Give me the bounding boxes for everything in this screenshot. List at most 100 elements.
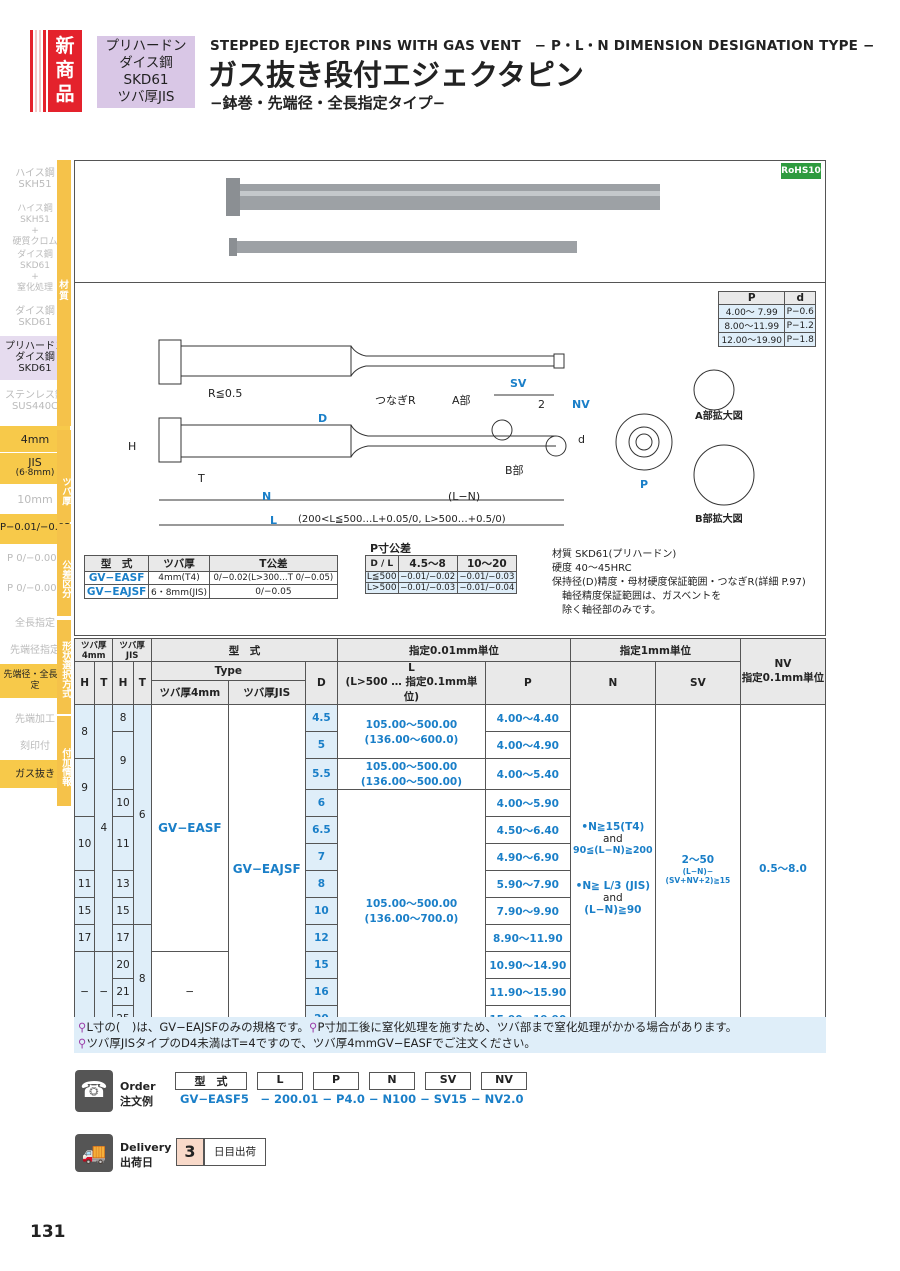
p-tol-title: P寸公差 bbox=[370, 542, 412, 555]
cell: − bbox=[73, 951, 96, 1033]
english-title: STEPPED EJECTOR PINS WITH GAS VENT − P・L… bbox=[210, 38, 875, 54]
order-example: GV−EASF5 − 200.01 − P4.0 − N100 − SV15 −… bbox=[180, 1092, 524, 1106]
th: T bbox=[132, 661, 152, 705]
th: ツバ厚4mm bbox=[150, 679, 229, 706]
th: 指定0.01mm単位 bbox=[337, 638, 571, 662]
cell: 10 bbox=[304, 897, 339, 925]
sidebar-item-marking[interactable]: 刻印付 bbox=[20, 741, 50, 752]
label-ln: (L−N) bbox=[448, 490, 481, 503]
material-line: プリハードン bbox=[105, 38, 187, 54]
cell: 11 bbox=[112, 816, 134, 871]
label-nv: NV bbox=[572, 398, 590, 411]
cell: 20 bbox=[112, 951, 134, 979]
th: Type bbox=[150, 661, 306, 681]
cell: −0.01/−0.02 bbox=[397, 571, 458, 583]
cell: 5.90〜7.90 bbox=[484, 870, 571, 898]
cell: 13 bbox=[112, 870, 134, 898]
th-p: P bbox=[717, 291, 786, 305]
cell: P−1.8 bbox=[784, 332, 816, 347]
pin-photo-head-2 bbox=[229, 238, 237, 256]
th-nv: NV bbox=[774, 658, 792, 670]
cell: 6・8mm(JIS) bbox=[148, 584, 210, 599]
sidebar-tab-shape: 形状選択方式 bbox=[57, 620, 71, 714]
th: ツバ厚 bbox=[148, 555, 210, 572]
cell: 15 bbox=[112, 897, 134, 925]
pin-photo-head bbox=[226, 178, 240, 216]
cell: 16 bbox=[304, 978, 339, 1006]
phone-icon: ☎ bbox=[75, 1070, 113, 1112]
l-range: (136.00〜700.0) bbox=[364, 913, 459, 925]
cell: P−0.6 bbox=[784, 304, 816, 319]
th: N bbox=[569, 661, 656, 705]
hardness-text: 硬度 40〜45HRC bbox=[552, 563, 632, 574]
cell: 4.90〜6.90 bbox=[484, 843, 571, 871]
sidebar-item-p-tol-2[interactable]: P 0/−0.005 bbox=[7, 553, 63, 564]
pin-shaft-top bbox=[180, 345, 352, 377]
order-box: N bbox=[369, 1072, 415, 1090]
cell: 17 bbox=[112, 924, 134, 952]
delivery-days: 3 bbox=[176, 1138, 204, 1166]
cell: 9 bbox=[73, 758, 96, 817]
pin-nv-top bbox=[553, 353, 565, 369]
nv-range: 0.5〜8.0 bbox=[739, 704, 827, 1033]
section-inner bbox=[628, 426, 660, 458]
sidebar-item-tip-process[interactable]: 先端加工 bbox=[15, 714, 55, 725]
cell: 8 bbox=[132, 924, 152, 1033]
label-l-note: (200<L≦500…L+0.05/0, L>500…+0.5/0) bbox=[298, 514, 506, 525]
cell: 7 bbox=[304, 843, 339, 871]
cell: 4 bbox=[94, 704, 114, 952]
note: P寸加工後に窒化処理を施すため、ツバ部まで窒化処理がかかる場合があります。 bbox=[317, 1020, 738, 1034]
pin-head-top bbox=[158, 339, 182, 385]
section-core bbox=[635, 433, 653, 451]
cell: −0.01/−0.04 bbox=[456, 582, 518, 594]
n-rule: •N≧ bbox=[575, 880, 600, 892]
n-rule: and bbox=[602, 833, 623, 845]
cell: 8 bbox=[304, 870, 339, 898]
sidebar-item-length[interactable]: 全長指定 bbox=[15, 618, 55, 629]
label-sv: SV bbox=[510, 377, 527, 390]
label-small-d: d bbox=[578, 433, 585, 446]
cell: P−1.2 bbox=[784, 318, 816, 333]
drawing-svg bbox=[158, 178, 755, 526]
label-p: P bbox=[640, 478, 649, 491]
material-badge: プリハードン ダイス鋼 SKD61 ツバ厚JIS bbox=[97, 36, 195, 108]
label-b-enlarge: B部拡大図 bbox=[695, 514, 743, 525]
th: ツバ厚JIS bbox=[112, 638, 152, 662]
sv-range: 2〜50 bbox=[681, 854, 715, 866]
label-t: T bbox=[198, 472, 205, 485]
note-text: 除く軸径部のみです。 bbox=[562, 605, 661, 616]
l-range: 105.00〜500.00 bbox=[365, 761, 458, 773]
pin-tip-top bbox=[350, 345, 554, 377]
th-l: L bbox=[387, 558, 394, 569]
n-rule: (JIS) bbox=[625, 880, 651, 892]
sidebar-item-10mm[interactable]: 10mm bbox=[17, 493, 53, 506]
sidebar-item-p-tol-3[interactable]: P 0/−0.002 bbox=[7, 583, 63, 594]
cell: 4.50〜6.40 bbox=[484, 816, 571, 844]
label-two: 2 bbox=[538, 398, 545, 411]
material-text: 材質 SKD61(プリハードン) bbox=[552, 549, 677, 560]
page-number: 131 bbox=[30, 1222, 66, 1242]
th: SV bbox=[654, 661, 741, 705]
new-badge-stripe bbox=[30, 30, 46, 112]
label-b: B部 bbox=[505, 464, 524, 477]
sidebar-tab-tsuba: ツバ厚 bbox=[57, 430, 71, 522]
order-box: P bbox=[313, 1072, 359, 1090]
th-l: L bbox=[408, 662, 415, 674]
label-d: D bbox=[318, 412, 328, 425]
drawing-frame bbox=[74, 160, 826, 636]
th: 10〜20 bbox=[456, 555, 518, 572]
order-boxes: 型 式 L P N SV NV bbox=[175, 1072, 527, 1090]
sidebar-item-tip-dia[interactable]: 先端径指定 bbox=[10, 645, 60, 656]
cell: GV−EASF bbox=[150, 704, 229, 952]
order-box: 型 式 bbox=[175, 1072, 247, 1090]
note-text: 軸径精度保証範囲は、ガスベントを bbox=[562, 591, 722, 602]
